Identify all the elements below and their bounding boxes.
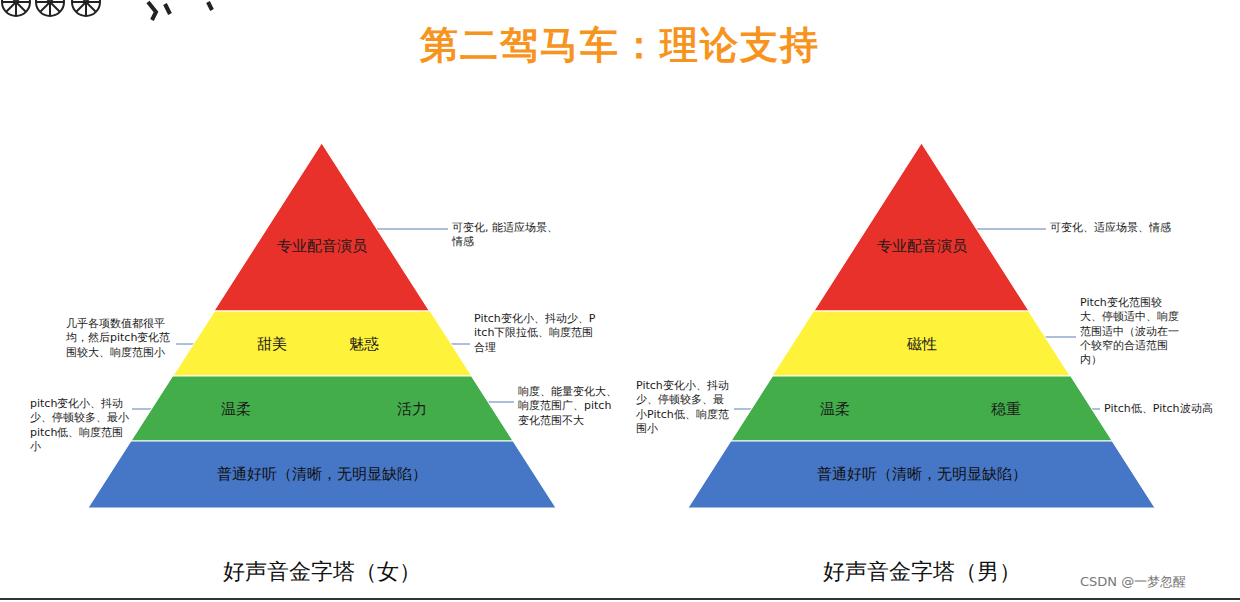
band-label: 活力 (397, 400, 427, 418)
band-shape (731, 376, 1112, 441)
band-label: 甜美 (257, 335, 287, 353)
band-shape (131, 376, 513, 441)
band-shape (214, 143, 429, 311)
pyramid-caption: 好声音金字塔（男） (772, 558, 1072, 587)
annotation: Pitch变化小、抖动少、停顿较多、最小Pitch低、响度范围小 (636, 379, 732, 436)
pyramid-band: 磁性 (772, 311, 1070, 376)
band-label: 普通好听（清晰，无明显缺陷） (817, 465, 1027, 483)
band-label: 温柔 (221, 400, 251, 418)
wheel-icon (2, 0, 212, 20)
annotation: 可变化, 能适应场景、情感 (452, 221, 564, 250)
pyramid-caption: 好声音金字塔（女） (172, 558, 472, 587)
band-shape (173, 311, 472, 376)
pyramid-band: 普通好听（清晰，无明显缺陷） (88, 441, 556, 508)
band-label: 磁性 (907, 335, 937, 353)
annotation: pitch变化小、抖动少、停顿较多、最小pitch低、响度范围小 (30, 397, 130, 454)
band-label: 稳重 (991, 400, 1021, 418)
annotation: 响度、能量变化大、响度范围广、pitch变化范围不大 (518, 385, 622, 428)
pyramid-band: 甜美 魅惑 (173, 311, 472, 376)
band-label: 温柔 (820, 400, 850, 418)
band-label: 专业配音演员 (877, 237, 967, 255)
band-label: 专业配音演员 (277, 237, 367, 255)
pyramid-band: 专业配音演员 (214, 143, 429, 311)
watermark: CSDN @一梦忽醒 (1080, 574, 1236, 591)
pyramid-band: 温柔 活力 (131, 376, 513, 441)
annotation: 可变化、适应场景、情感 (1050, 221, 1190, 235)
annotation: 几乎各项数值都很平均，然后pitch变化范围较大、响度范围小 (66, 317, 174, 360)
band-label: 魅惑 (349, 335, 379, 353)
pyramid-band: 温柔 稳重 (731, 376, 1112, 441)
band-shape (814, 143, 1029, 311)
annotation: Pitch低、Pitch波动高 (1104, 402, 1234, 416)
slide-title: 第二驾马车：理论支持 (0, 20, 1240, 71)
pyramid-band: 专业配音演员 (814, 143, 1029, 311)
annotation: Pitch变化范围较大、停顿适中、响度范围适中（波动在一个较窄的合适范围内） (1080, 296, 1180, 367)
pyramid-band: 普通好听（清晰，无明显缺陷） (688, 441, 1155, 508)
band-label: 普通好听（清晰，无明显缺陷） (217, 465, 427, 483)
annotation: Pitch变化小、抖动少、Pitch下限拉低、响度范围合理 (474, 312, 596, 355)
